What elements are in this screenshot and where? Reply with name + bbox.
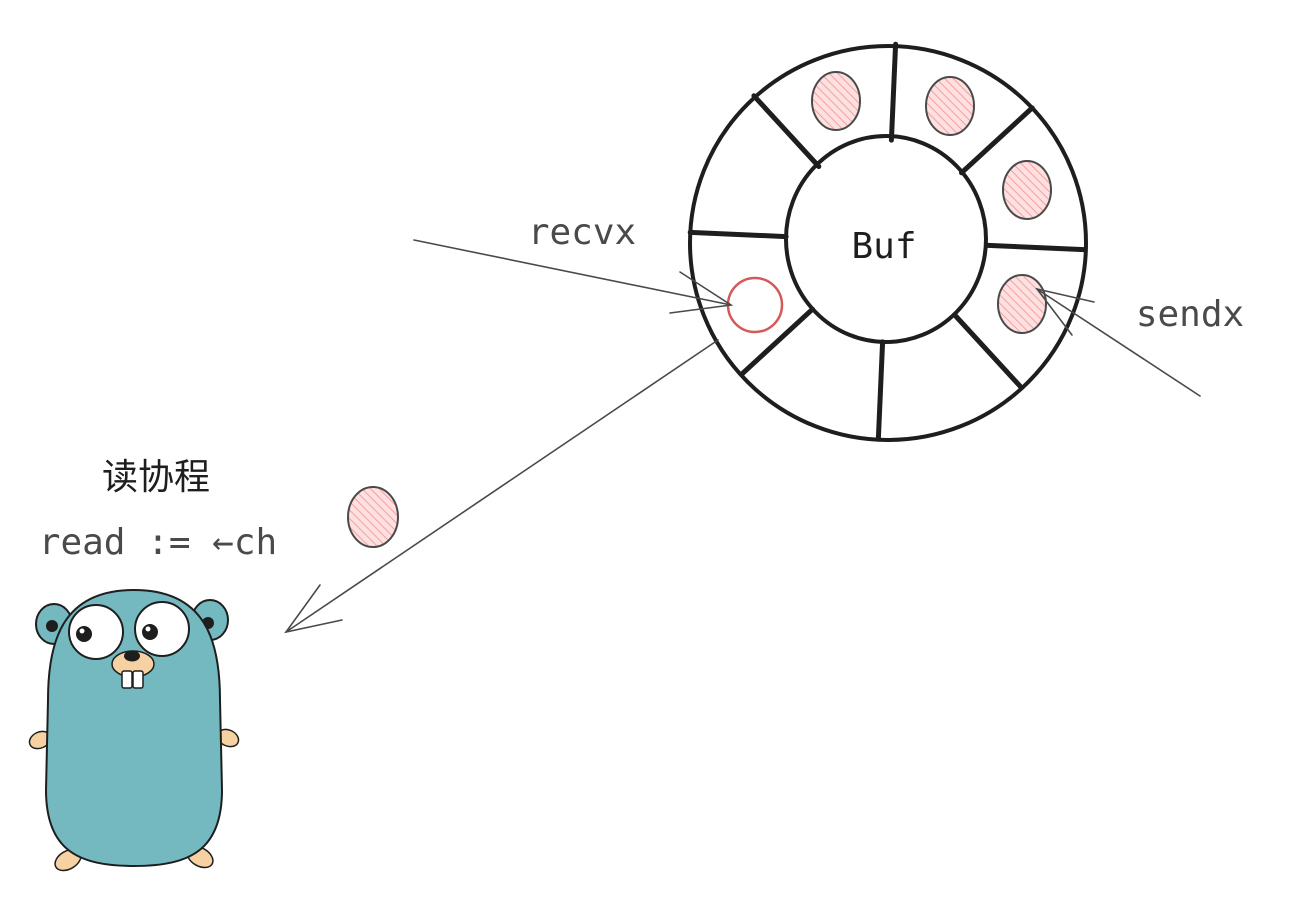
recvx-arrow bbox=[413, 239, 734, 314]
slot-divider bbox=[751, 93, 822, 169]
ring-buffer: Buf bbox=[687, 41, 1088, 442]
buffer-element-icon bbox=[997, 274, 1047, 334]
slot-divider bbox=[875, 339, 886, 441]
reader-title: 读协程 bbox=[102, 457, 210, 498]
receive-arrow bbox=[284, 339, 719, 634]
buffer-element-icon bbox=[925, 76, 975, 136]
slot-divider bbox=[687, 229, 789, 240]
slot-divider bbox=[739, 306, 815, 377]
ring-outer bbox=[688, 44, 1088, 442]
buffer-elements bbox=[811, 71, 1052, 334]
slot-divider bbox=[888, 41, 899, 143]
slot-divider bbox=[952, 313, 1023, 389]
data-element-icon bbox=[347, 486, 399, 548]
reader-code: read := ←ch bbox=[39, 522, 277, 563]
slot-dividers bbox=[687, 41, 1087, 441]
recvx-label: recvx bbox=[528, 212, 636, 253]
slot-divider bbox=[959, 105, 1035, 176]
slot-divider bbox=[985, 242, 1087, 253]
buffer-element-icon bbox=[1002, 160, 1052, 220]
gopher-mascot-icon bbox=[28, 588, 240, 872]
buffer-label: Buf bbox=[851, 226, 916, 267]
sendx-label: sendx bbox=[1136, 294, 1244, 335]
buffer-element-icon bbox=[811, 71, 861, 131]
recv-slot-marker bbox=[726, 276, 784, 334]
sendx-arrow bbox=[1035, 287, 1201, 397]
